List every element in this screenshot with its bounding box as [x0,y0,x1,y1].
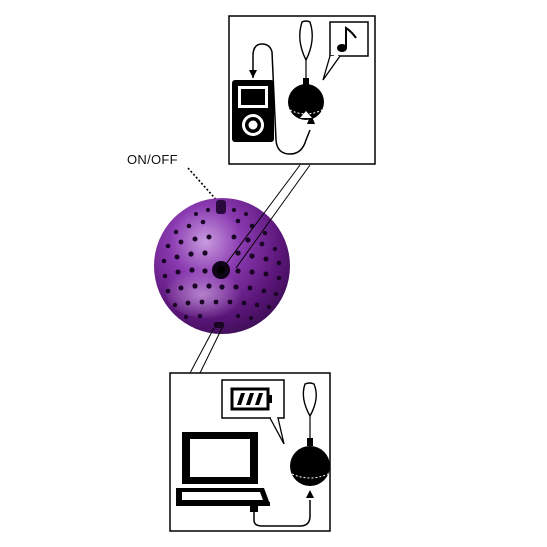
on-off-pointer [187,167,221,205]
speaker-ball [154,198,290,334]
speaker-ball-icon [290,382,330,486]
music-note-icon [322,21,369,81]
top-instruction-panel [228,15,376,165]
callout-line-bottom [189,327,215,374]
audio-cable-icon [252,43,311,155]
on-off-label: ON/OFF [127,152,178,167]
mp3-player-icon [232,80,274,142]
callout-line-top [225,164,301,265]
bottom-instruction-panel [169,372,331,532]
speaker-grille [161,207,282,321]
battery-charging-icon [221,379,285,445]
laptop-icon [176,432,270,506]
usb-cable-icon [253,500,311,527]
usb-port [214,322,224,328]
speaker-ball-icon [288,20,324,120]
on-off-switch [216,200,226,214]
